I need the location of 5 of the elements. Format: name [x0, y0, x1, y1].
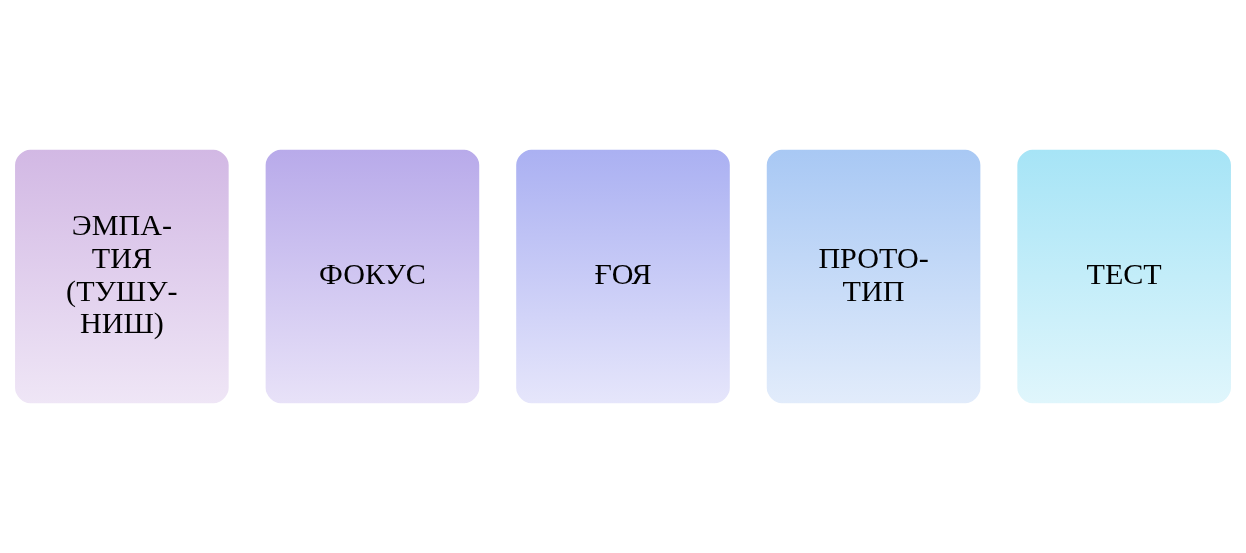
node-box: ҒОЯ: [513, 147, 733, 406]
node-box: ЭМПА- ТИЯ (ТУШУ- НИШ): [12, 147, 232, 406]
node-box: ФОКУС: [262, 147, 482, 406]
node-box: ТЕСТ: [1014, 147, 1234, 406]
node-box: ПРОТО- ТИП: [764, 147, 984, 406]
